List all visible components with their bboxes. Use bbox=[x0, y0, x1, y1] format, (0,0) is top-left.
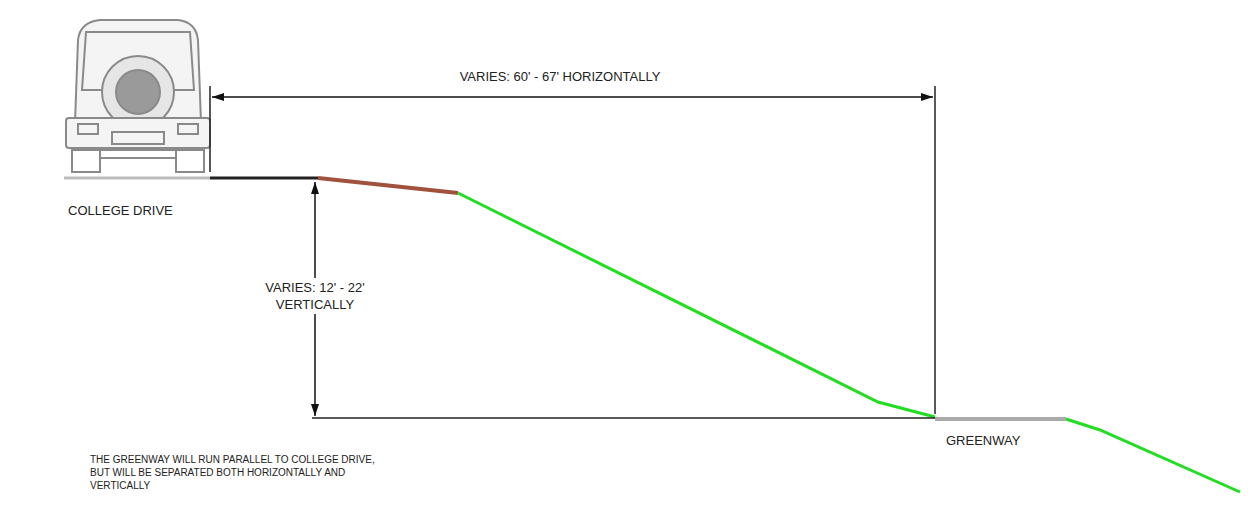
road-surface bbox=[64, 177, 210, 180]
embankment-slope bbox=[458, 193, 935, 417]
dimension-label: VARIES: 60' - 67' HORIZONTALLY bbox=[460, 68, 661, 85]
shoulder-slope bbox=[318, 178, 458, 193]
dimension-label: VARIES: 12' - 22' VERTICALLY bbox=[242, 278, 388, 314]
reference-line bbox=[312, 417, 935, 419]
road-edge bbox=[210, 177, 318, 180]
vehicle-symbol bbox=[66, 20, 210, 172]
path-label: GREENWAY bbox=[946, 432, 1066, 449]
road-label: COLLEGE DRIVE bbox=[68, 202, 228, 219]
note-text: THE GREENWAY WILL RUN PARALLEL TO COLLEG… bbox=[90, 453, 390, 492]
extension-line bbox=[209, 86, 211, 172]
downslope bbox=[1066, 419, 1240, 492]
greenway-path bbox=[935, 417, 1066, 421]
dimension-line bbox=[212, 96, 933, 98]
extension-line bbox=[934, 86, 936, 414]
